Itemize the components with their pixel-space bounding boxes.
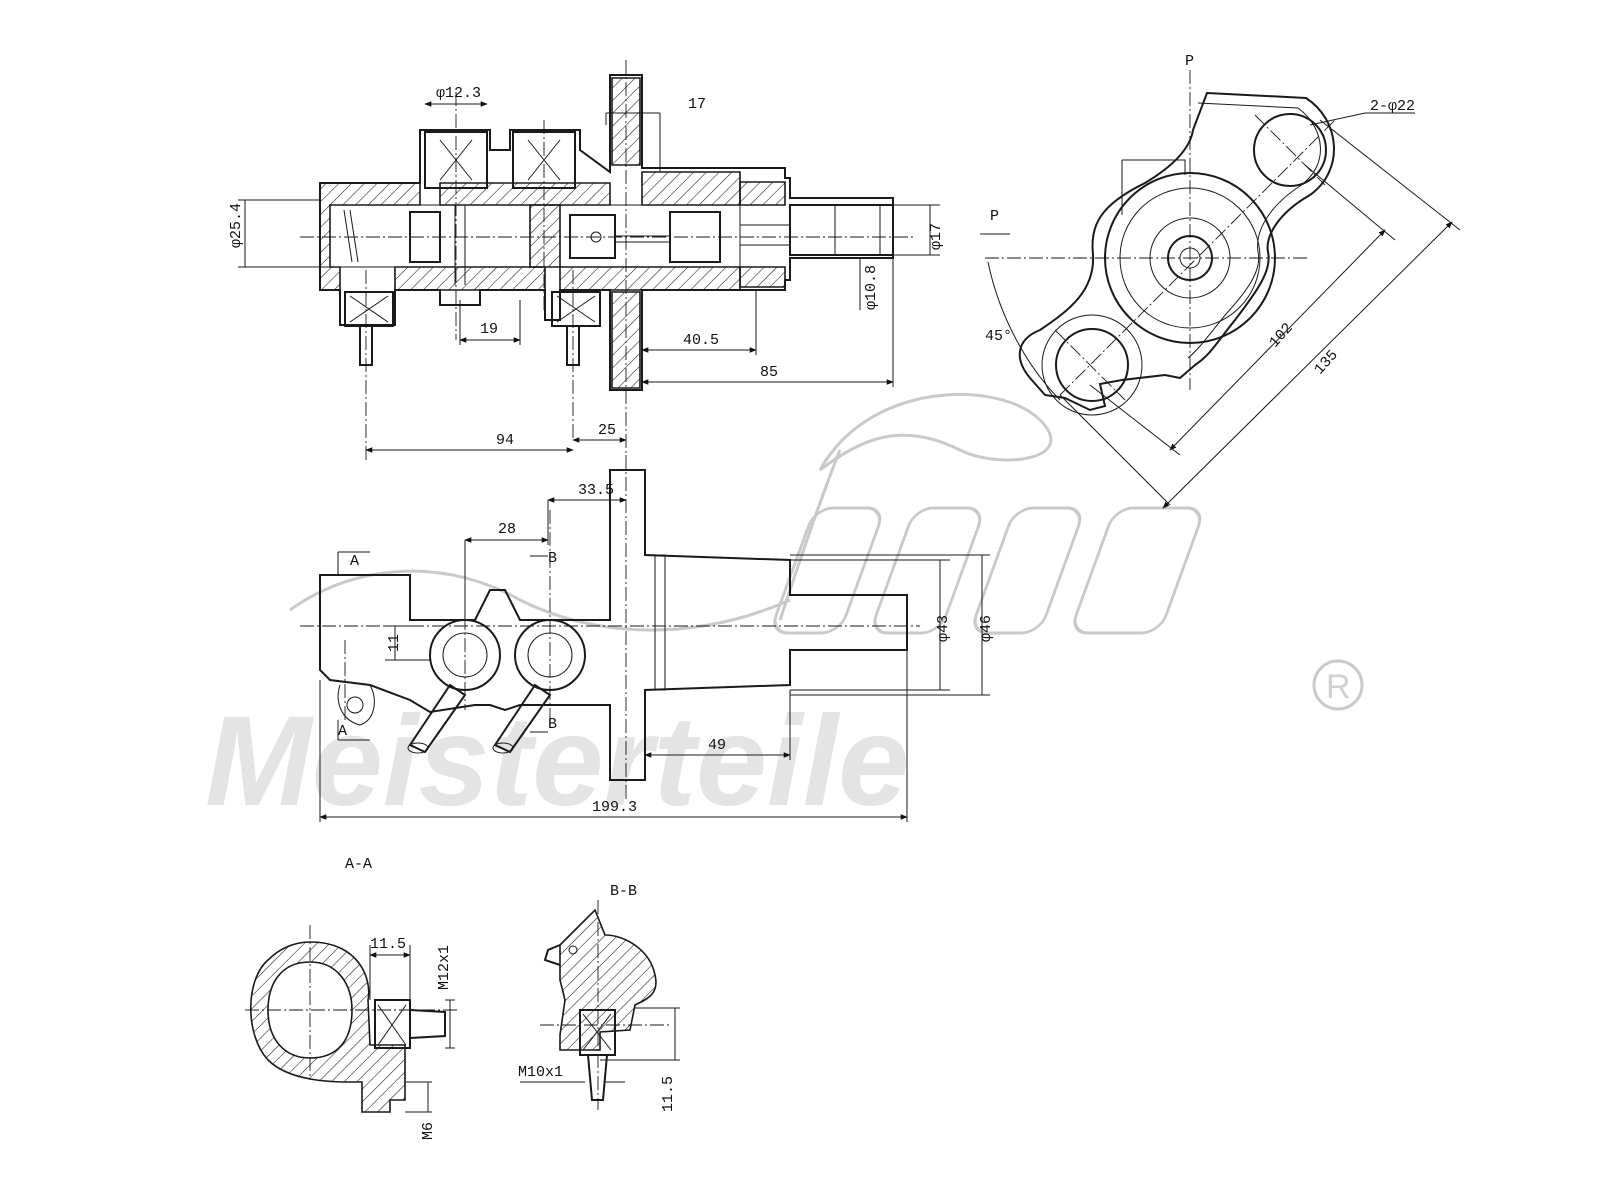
flange-view: P P 45° 2-φ22 102 135	[980, 53, 1461, 509]
dim-94: 94	[496, 432, 514, 449]
dim-25: 25	[598, 422, 616, 439]
dim-phi-43: φ43	[935, 615, 952, 642]
watermark: Meisterteile R	[205, 392, 1364, 833]
dim-33-5: 33.5	[578, 482, 614, 499]
dim-m10x1: M10x1	[518, 1064, 563, 1081]
dim-49: 49	[708, 737, 726, 754]
dim-85: 85	[760, 364, 778, 381]
dim-11-5-bb: 11.5	[660, 1076, 677, 1112]
section-bb: B-B 11.5 M10x1	[518, 883, 680, 1112]
section-view: φ12.3 17 φ25.4 φ17 φ10.8 19 40.5 85 94 2…	[228, 60, 945, 460]
label-p-left: P	[990, 208, 999, 225]
watermark-brand: Meisterteile	[205, 690, 909, 833]
dim-199-3: 199.3	[592, 799, 637, 816]
dim-17-top: 17	[688, 96, 706, 113]
dim-phi-10-8: φ10.8	[863, 265, 880, 310]
plan-view: A A B B 33.5 28 11 φ43 φ46 49 199.3	[300, 455, 995, 822]
dim-11-5-aa: 11.5	[370, 936, 406, 953]
section-mark-b-bottom: B	[548, 716, 557, 733]
dim-m6: M6	[420, 1122, 437, 1140]
section-bb-title: B-B	[610, 883, 637, 900]
section-mark-b-top: B	[548, 550, 557, 567]
dim-19: 19	[480, 321, 498, 338]
section-aa: A-A 11.5 M12x1 M6	[245, 856, 460, 1140]
section-aa-title: A-A	[345, 856, 372, 873]
dim-m12x1: M12x1	[436, 945, 453, 990]
section-mark-a-top: A	[350, 553, 359, 570]
registered-icon	[1312, 659, 1364, 711]
watermark-logo-icon	[289, 392, 1202, 635]
section-mark-a-bottom: A	[338, 723, 347, 740]
dim-phi-46: φ46	[978, 615, 995, 642]
dim-phi-17: φ17	[928, 223, 945, 250]
dim-phi-12-3: φ12.3	[436, 85, 481, 102]
dim-135: 135	[1311, 347, 1342, 378]
dim-28: 28	[498, 521, 516, 538]
label-p-top: P	[1185, 53, 1194, 70]
label-angle-45: 45°	[985, 328, 1012, 345]
dim-40-5: 40.5	[683, 332, 719, 349]
dim-11: 11	[386, 634, 403, 652]
label-2-phi-22: 2-φ22	[1370, 98, 1415, 115]
watermark-registered: R	[1326, 668, 1351, 706]
dim-phi-25-4: φ25.4	[228, 203, 245, 248]
